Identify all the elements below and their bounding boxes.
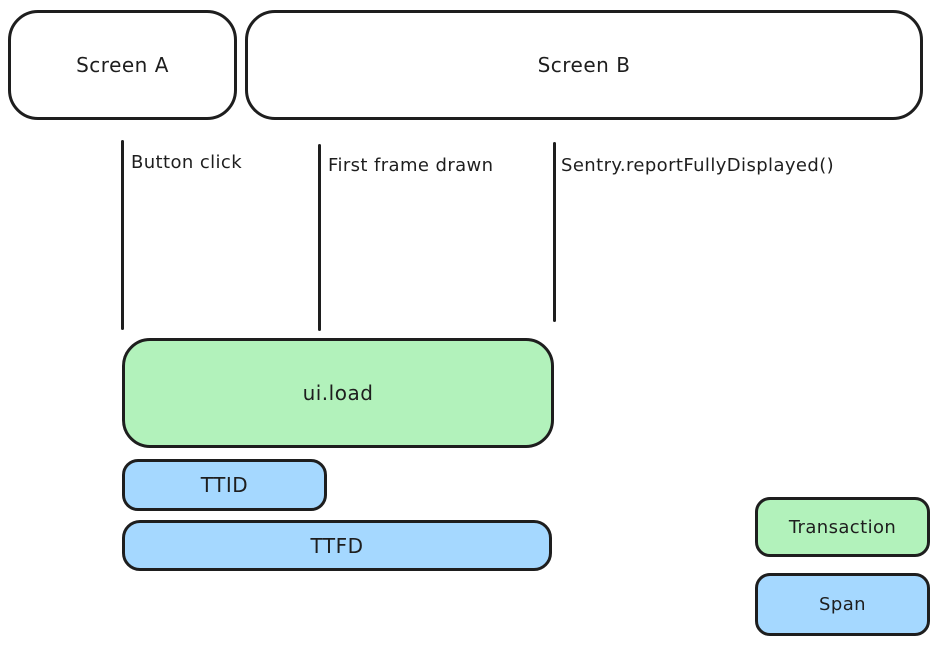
- event-line-button-click: [121, 140, 124, 330]
- event-line-report-fully-displayed: [553, 142, 556, 322]
- ttfd-span-bar: TTFD: [122, 520, 552, 571]
- event-label-button-click: Button click: [131, 152, 243, 173]
- legend-transaction-label: Transaction: [788, 516, 897, 538]
- ttid-label: TTID: [200, 473, 249, 497]
- event-line-first-frame-drawn: [318, 144, 321, 331]
- legend-span-label: Span: [819, 594, 866, 615]
- screen-b-box: Screen B: [245, 10, 923, 120]
- legend-span-box: Span: [755, 573, 930, 636]
- ui-load-transaction-bar: ui.load: [122, 338, 554, 448]
- ttid-span-bar: TTID: [122, 459, 327, 511]
- ttfd-label: TTFD: [310, 533, 364, 558]
- event-label-first-frame-drawn: First frame drawn: [328, 155, 494, 176]
- ui-load-label: ui.load: [302, 381, 374, 405]
- screen-b-label: Screen B: [537, 53, 631, 77]
- legend-transaction-box: Transaction: [755, 497, 930, 557]
- screen-a-box: Screen A: [8, 10, 237, 120]
- event-label-report-fully-displayed: Sentry.reportFullyDisplayed(): [561, 155, 835, 176]
- screen-a-label: Screen A: [76, 53, 169, 77]
